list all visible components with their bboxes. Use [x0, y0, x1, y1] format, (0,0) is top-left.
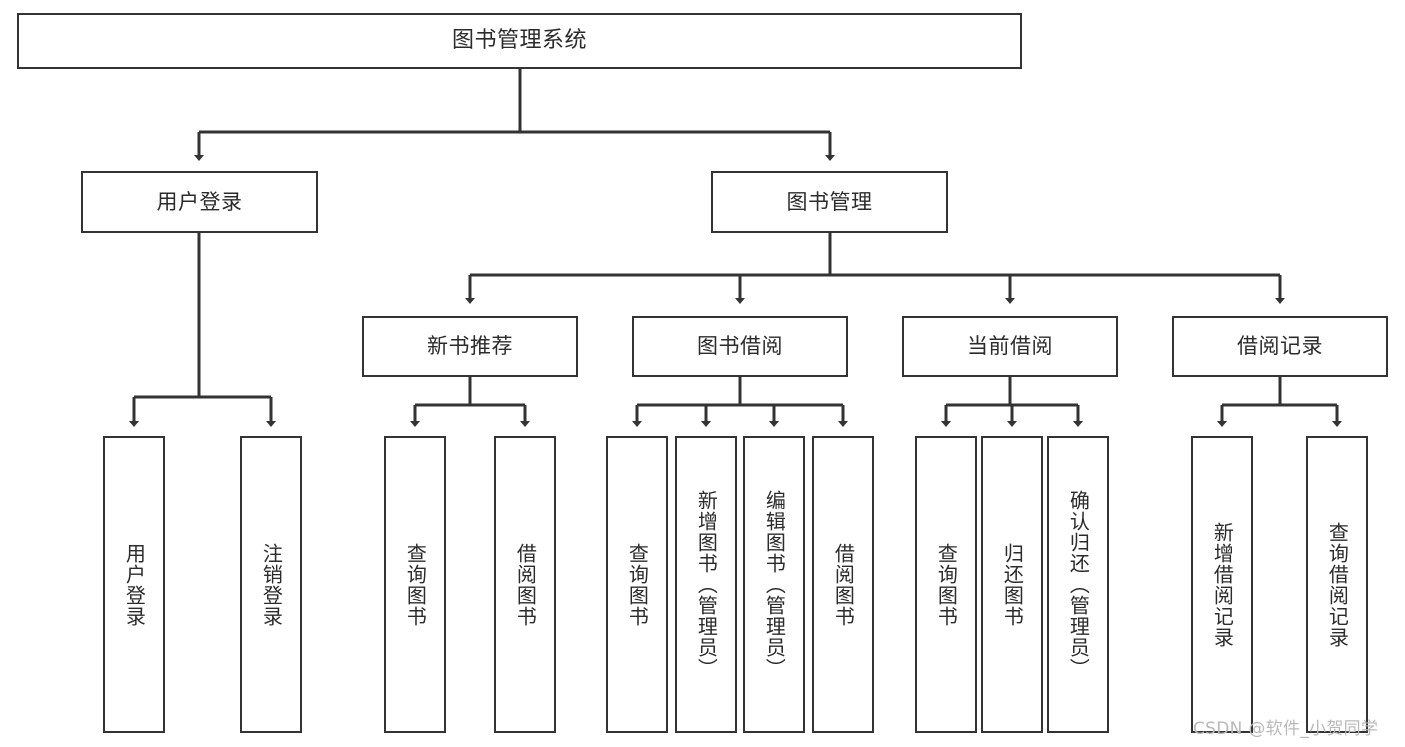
leaf-query-book-borrow[interactable]: 查询图书 — [606, 436, 668, 733]
leaf-confirm-return-admin-label: 确认归还（管理员） — [1066, 490, 1091, 679]
leaf-query-borrow-record-label: 查询借阅记录 — [1325, 521, 1350, 648]
node-root[interactable]: 图书管理系统 — [17, 13, 1022, 69]
node-book-borrow-label: 图书借阅 — [697, 334, 783, 359]
leaf-borrow-book-recommend[interactable]: 借阅图书 — [494, 436, 556, 733]
leaf-borrow-book-recommend-label: 借阅图书 — [513, 542, 538, 627]
leaf-user-login-label: 用户登录 — [122, 542, 147, 627]
node-book-borrow[interactable]: 图书借阅 — [632, 316, 848, 377]
leaf-logout[interactable]: 注销登录 — [240, 436, 302, 733]
leaf-query-book-borrow-label: 查询图书 — [625, 542, 650, 627]
node-current-borrow-label: 当前借阅 — [967, 334, 1053, 359]
watermark-text: CSDN @软件_小贺同学 — [1193, 719, 1379, 739]
leaf-query-book-recommend[interactable]: 查询图书 — [384, 436, 446, 733]
leaf-query-book-current-label: 查询图书 — [934, 542, 959, 627]
node-borrow-records-label: 借阅记录 — [1237, 334, 1323, 359]
leaf-return-book[interactable]: 归还图书 — [981, 436, 1043, 733]
leaf-query-borrow-record[interactable]: 查询借阅记录 — [1306, 436, 1368, 733]
leaf-add-book-admin[interactable]: 新增图书（管理员） — [675, 436, 737, 733]
leaf-add-book-admin-label: 新增图书（管理员） — [694, 490, 719, 679]
node-borrow-records[interactable]: 借阅记录 — [1172, 316, 1388, 377]
leaf-return-book-label: 归还图书 — [1000, 542, 1025, 627]
node-new-book-recommend[interactable]: 新书推荐 — [362, 316, 578, 377]
leaf-user-login[interactable]: 用户登录 — [103, 436, 165, 733]
leaf-borrow-book[interactable]: 借阅图书 — [812, 436, 874, 733]
leaf-add-borrow-record-label: 新增借阅记录 — [1210, 521, 1235, 648]
node-new-book-recommend-label: 新书推荐 — [427, 334, 513, 359]
node-root-label: 图书管理系统 — [451, 28, 587, 54]
leaf-edit-book-admin-label: 编辑图书（管理员） — [762, 490, 787, 679]
leaf-add-borrow-record[interactable]: 新增借阅记录 — [1191, 436, 1253, 733]
leaf-logout-label: 注销登录 — [259, 542, 284, 627]
leaf-confirm-return-admin[interactable]: 确认归还（管理员） — [1047, 436, 1109, 733]
node-book-management-label: 图书管理 — [786, 189, 873, 214]
node-user-login[interactable]: 用户登录 — [81, 171, 318, 233]
leaf-borrow-book-label: 借阅图书 — [831, 542, 856, 627]
leaf-query-book-current[interactable]: 查询图书 — [915, 436, 977, 733]
node-current-borrow[interactable]: 当前借阅 — [902, 316, 1118, 377]
node-book-management[interactable]: 图书管理 — [711, 171, 948, 233]
node-user-login-label: 用户登录 — [156, 189, 243, 214]
leaf-edit-book-admin[interactable]: 编辑图书（管理员） — [743, 436, 805, 733]
leaf-query-book-recommend-label: 查询图书 — [403, 542, 428, 627]
